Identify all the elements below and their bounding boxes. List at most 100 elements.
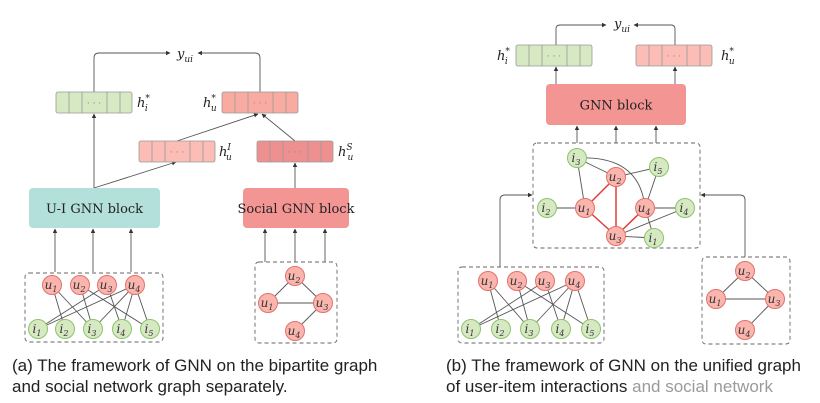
b-unified-node-u4 [635,198,655,218]
b-unified-edge [615,207,686,237]
b-unified-node-i3 [567,148,587,168]
b-bipartite-node-i2-label: i2 [496,322,505,338]
caption-a-line2: and social network graph separately. [12,377,288,396]
b-bipartite-node-i1 [461,319,481,339]
a-bipartite-node-i1 [28,319,48,339]
b-social-node-u3 [765,289,785,309]
b-bipartite-node-i4 [551,319,571,339]
b-bipartite-node-u2-label: u2 [510,274,523,290]
b-social-node-u4 [735,320,755,340]
a-social-node-u2-label: u2 [288,269,301,285]
b-unified-node-u1 [575,198,595,218]
b-bipartite-node-u4 [565,271,585,291]
a-item-embedding [55,91,133,114]
b-bipartite-edge [487,280,531,330]
b-social-node-u2 [735,261,755,281]
b-unified-node-i4-label: i4 [680,201,689,217]
a-social-node-u4 [285,321,305,341]
b-output-label: yui [613,17,630,35]
b-bipartite-node-i2 [491,319,511,339]
a-bipartite-node-i1-label: i1 [33,322,42,338]
b-arrow-social-to-unified [700,192,746,257]
a-social-node-u1-label: u1 [261,296,274,312]
b-item-embedding-label: h*i [497,47,510,67]
a-bipartite-node-u4-label: u4 [128,278,141,294]
caption-a-line1: (a) The framework of GNN on the bipartit… [12,356,378,375]
a-bipartite-node-u3-label: u3 [100,278,113,294]
a-bipartite-node-i2-label: i2 [60,322,69,338]
a-user-embedding [221,91,299,114]
a-arrow-ui-to-user-i [93,161,177,189]
b-unified-node-u1-label: u1 [578,201,591,217]
b-unified-node-i4 [675,198,695,218]
a-bipartite-node-u3 [97,275,117,295]
b-unified-node-i3-label: i3 [572,151,581,167]
a-social-node-u3-label: u3 [316,296,329,312]
a-bipartite-node-u4 [125,275,145,295]
b-arrow-item-to-output [555,22,607,45]
a-ui-gnn-block-label: U-I GNN block [46,202,143,217]
b-bipartite-node-i3 [520,319,540,339]
caption-a: (a) The framework of GNN on the bipartit… [12,355,412,397]
b-user-embedding-dots: · · · [667,52,681,62]
b-gnn-block [546,84,686,125]
b-bipartite-node-i5 [581,319,601,339]
b-item-embedding [515,44,593,67]
a-user-i-embedding-dots: · · · [170,148,184,158]
b-unified-node-i1 [644,228,664,248]
caption-b-line1: (b) The framework of GNN on the unified … [446,356,801,375]
a-bipartite-node-i4-label: i4 [117,322,126,338]
a-item-embedding-label: h*i [137,94,150,114]
b-bipartite-node-u1-label: u1 [481,274,494,290]
b-bipartite-node-u3-label: u3 [538,274,551,290]
a-user-i-embedding [138,140,216,163]
a-bipartite-node-i5 [140,319,160,339]
b-bipartite-node-i3-label: i3 [525,322,534,338]
b-bipartite-edge [470,280,576,330]
b-unified-node-i2-label: i2 [542,201,551,217]
b-bipartite-node-u2 [507,271,527,291]
a-social-box [254,261,338,344]
b-unified-node-u3-label: u3 [609,229,622,245]
a-social-node-u2 [285,266,305,286]
a-arrow-item-to-output [93,50,171,92]
a-arrow-user-to-output [197,50,261,92]
b-bipartite-node-i1-label: i1 [466,322,475,338]
a-bipartite-edge [79,284,151,330]
b-unified-node-u3 [606,226,626,246]
a-bipartite-node-i3-label: i3 [88,322,97,338]
b-bipartite-box [457,266,605,344]
caption-b-line2-faded: and social network [632,377,773,396]
a-bipartite-node-u1-label: u1 [45,278,58,294]
b-bipartite-node-u4-label: u4 [568,274,581,290]
a-arrow-user-i-to-user [176,113,259,142]
a-user-embedding-label: h*u [203,94,217,114]
b-bipartite-node-u1 [478,271,498,291]
a-output-label: yui [176,47,193,65]
b-unified-box [532,142,701,249]
b-social-node-u1-label: u1 [709,292,722,308]
b-social-box [701,256,791,345]
a-user-embedding-dots: · · · [253,99,267,109]
b-unified-node-i5-label: i5 [654,160,663,176]
caption-b-line2: of user-item interactions and social net… [446,376,816,397]
b-unified-node-u2 [606,167,626,187]
b-social-node-u2-label: u2 [738,264,751,280]
a-ui-gnn-block [29,188,160,228]
b-unified-node-i2 [537,198,557,218]
b-bipartite-edge [470,280,546,330]
a-bipartite-edge [92,284,136,330]
a-bipartite-edge [37,284,108,330]
a-bipartite-node-i2 [55,319,75,339]
a-bipartite-node-u2 [70,275,90,295]
a-social-node-u3 [313,293,333,313]
a-bipartite-node-i3 [83,319,103,339]
caption-b: (b) The framework of GNN on the unified … [446,355,816,397]
a-bipartite-node-i4 [112,319,132,339]
b-item-embedding-dots: · · · [547,52,561,62]
a-social-node-u1 [258,293,278,313]
b-unified-node-u4-label: u4 [638,201,651,217]
a-bipartite-edge [37,284,136,330]
a-arrow-user-s-to-user [261,113,296,142]
